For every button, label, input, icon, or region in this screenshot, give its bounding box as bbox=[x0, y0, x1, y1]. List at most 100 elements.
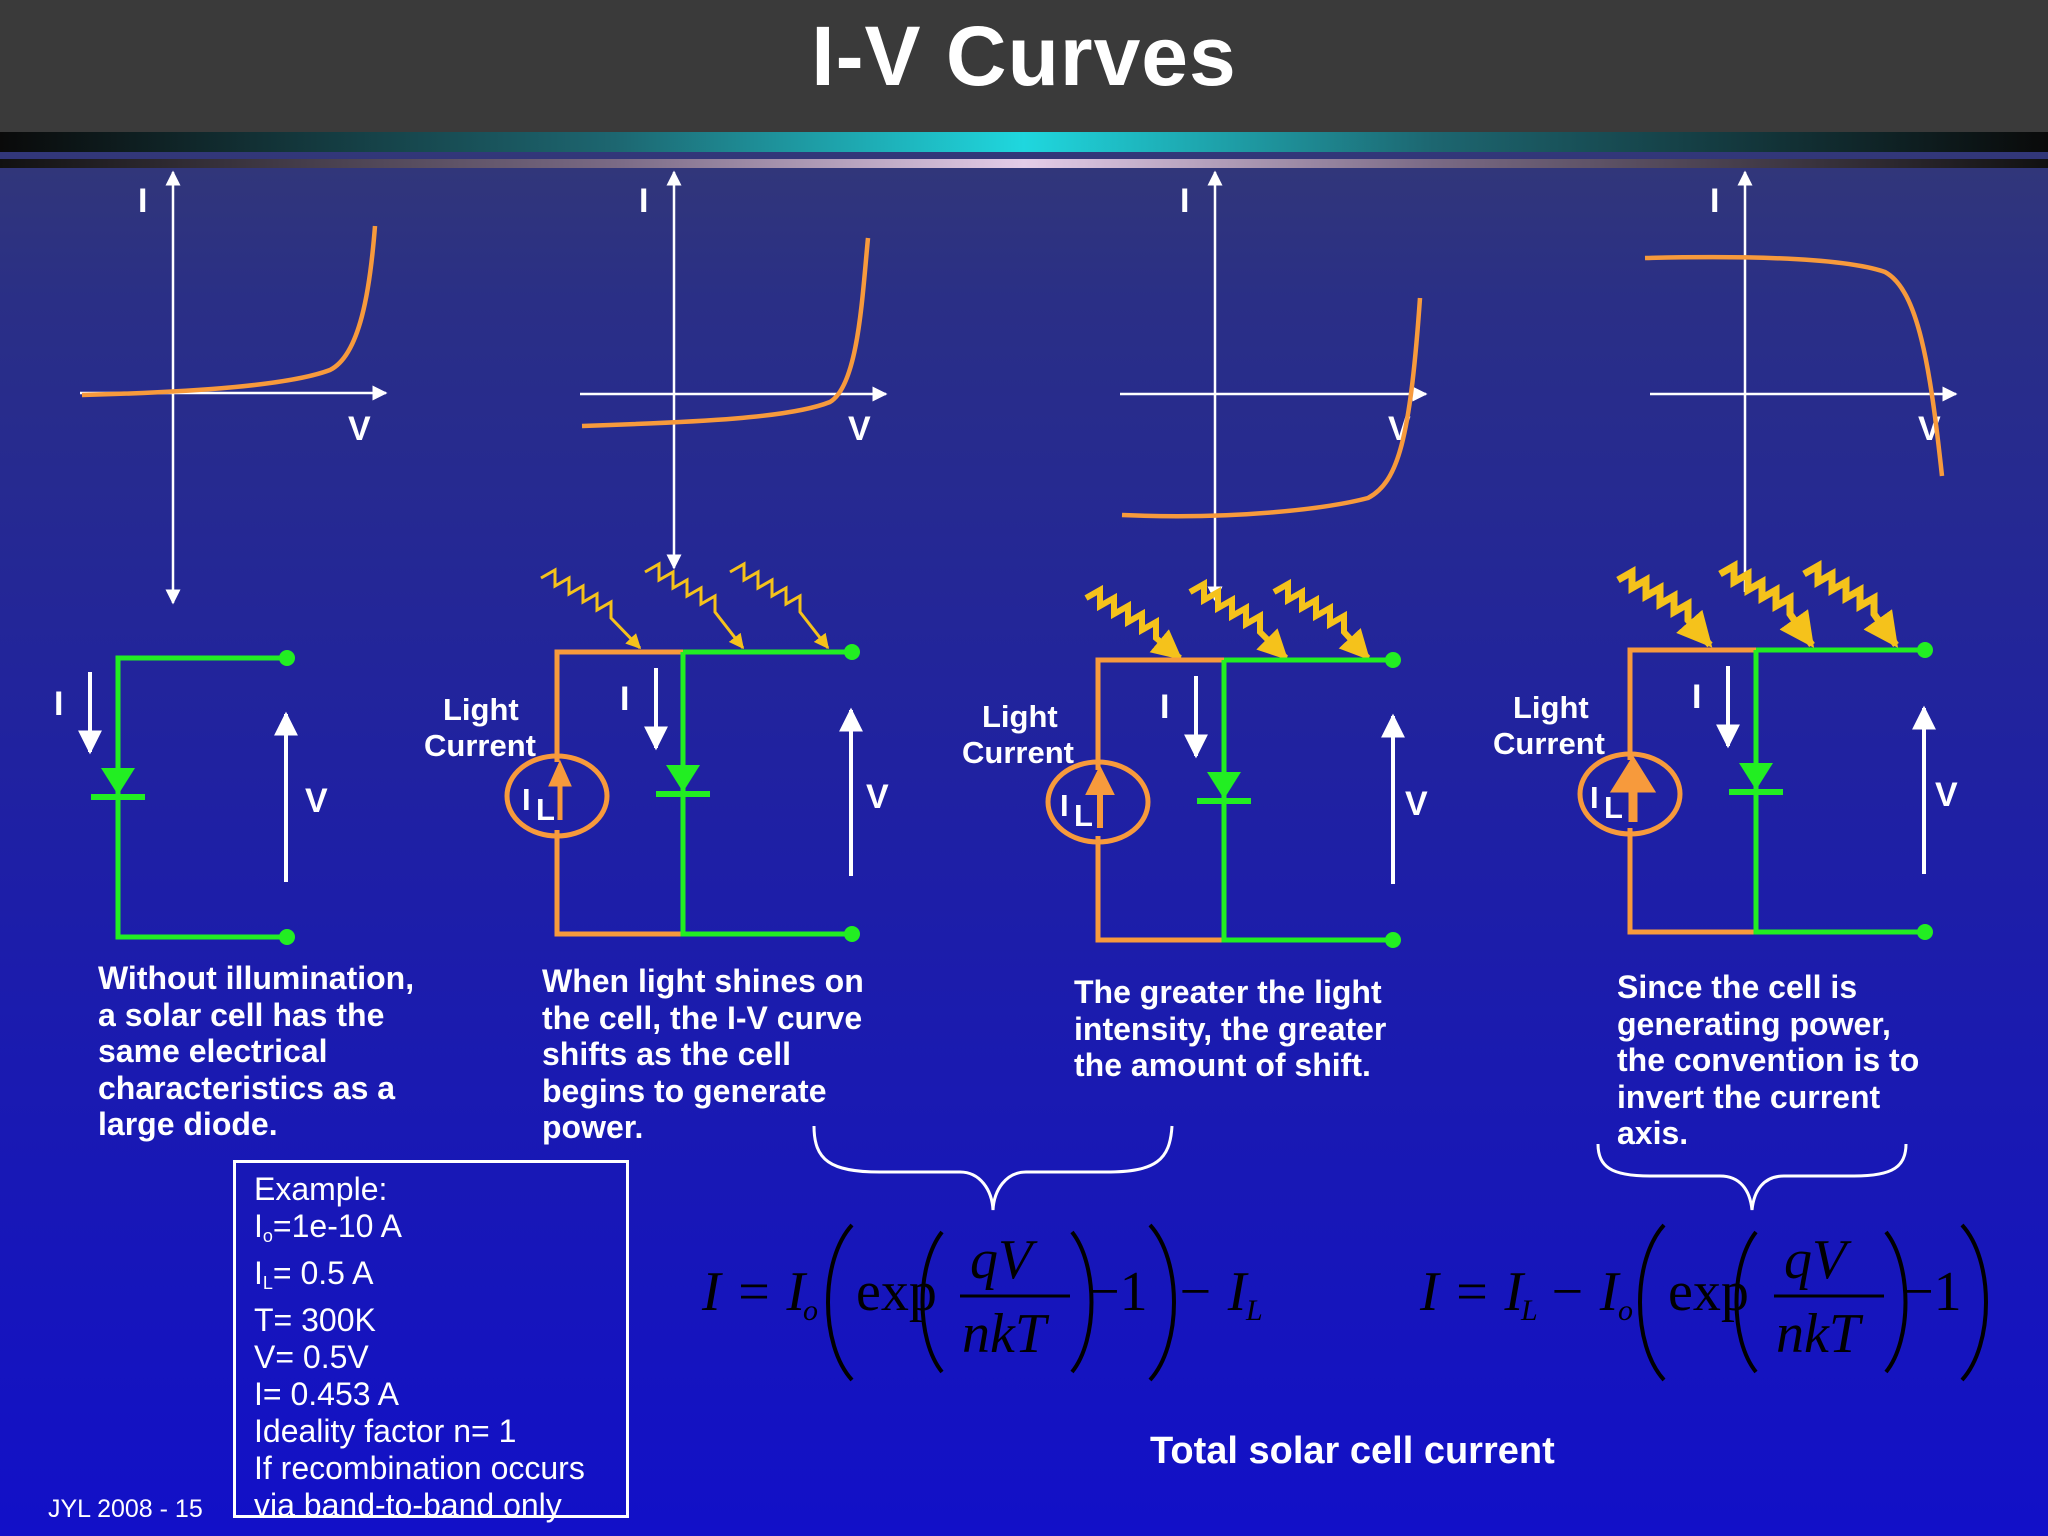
current-label: I bbox=[54, 685, 63, 723]
panel-3-light bbox=[1084, 578, 1371, 661]
iv-curve bbox=[1121, 297, 1423, 519]
light-label-1: Light bbox=[1513, 690, 1589, 725]
light-label-2: Current bbox=[1493, 726, 1605, 761]
terminal bbox=[844, 644, 860, 660]
description-4: Since the cell is generating power, the … bbox=[1617, 969, 1920, 1151]
eq-minus-one: −1 bbox=[1902, 1261, 1962, 1323]
iv-curve bbox=[581, 237, 871, 429]
terminal bbox=[1917, 924, 1933, 940]
eq-sub-l: L bbox=[1245, 1294, 1263, 1327]
source-arrow bbox=[1085, 765, 1115, 828]
i-axis-label: I bbox=[1710, 182, 1719, 220]
light-ray bbox=[1802, 559, 1899, 648]
iv-curve bbox=[81, 225, 378, 398]
source-label: I bbox=[522, 782, 531, 817]
light-ray bbox=[1188, 578, 1289, 661]
source-sub: L bbox=[1604, 790, 1623, 825]
panel-3-circuit: I L Light Current I V bbox=[962, 652, 1428, 948]
light-ray bbox=[1616, 565, 1713, 648]
terminal bbox=[279, 929, 295, 945]
terminal bbox=[1385, 652, 1401, 668]
paren-right bbox=[1884, 1230, 1908, 1374]
equation-2: I = I L − I o exp qV nkT −1 bbox=[1419, 1223, 1988, 1382]
terminal bbox=[1917, 642, 1933, 658]
example-box: Example: Io=1e-10 A IL= 0.5 A T= 300K V=… bbox=[233, 1160, 629, 1523]
light-label-1: Light bbox=[982, 699, 1058, 734]
example-il: IL= 0.5 A bbox=[254, 1255, 374, 1293]
eq-sub-o: o bbox=[803, 1294, 818, 1327]
eq-numerator: qV bbox=[970, 1229, 1038, 1291]
eq-numerator: qV bbox=[1784, 1229, 1852, 1291]
source-sub: L bbox=[1074, 798, 1093, 833]
paren-right bbox=[1960, 1223, 1988, 1382]
light-ray bbox=[644, 561, 745, 650]
source-sub: L bbox=[536, 792, 555, 827]
curly-brace bbox=[1596, 1143, 1908, 1211]
source-label: I bbox=[1590, 780, 1599, 815]
v-axis-label: V bbox=[348, 410, 371, 448]
accent-bar-pink bbox=[0, 159, 2048, 168]
example-heading: Example: bbox=[254, 1171, 388, 1207]
light-ray bbox=[1272, 578, 1371, 661]
paren-left bbox=[920, 1230, 944, 1374]
paren-left bbox=[1734, 1230, 1758, 1374]
light-ray bbox=[540, 567, 642, 650]
slide-title: I-V Curves bbox=[811, 9, 1237, 103]
source-arrow bbox=[1609, 755, 1657, 822]
circuit-wire-orange bbox=[1095, 657, 1224, 943]
current-source bbox=[504, 753, 610, 839]
example-recombination-1: If recombination occurs bbox=[254, 1450, 585, 1486]
source-arrow bbox=[548, 759, 572, 820]
panel-1-graph: I V bbox=[80, 170, 388, 605]
i-axis-label: I bbox=[639, 182, 648, 220]
equation-1: I = I o exp qV nkT −1 − I L bbox=[701, 1223, 1263, 1382]
circuit-wire bbox=[1221, 657, 1393, 943]
eq-lhs: I = I bbox=[701, 1261, 807, 1323]
panel-4-graph: I V bbox=[1644, 170, 1958, 592]
diode-triangle bbox=[1207, 772, 1241, 799]
panel-2-graph: I V bbox=[580, 170, 888, 570]
light-ray bbox=[1084, 584, 1183, 661]
example-ideality: Ideality factor n= 1 bbox=[254, 1413, 517, 1449]
circuit-wire-orange bbox=[554, 649, 683, 937]
i-axis-label: I bbox=[1180, 182, 1189, 220]
accent-bar-cyan bbox=[0, 132, 2048, 152]
paren-right bbox=[1148, 1223, 1176, 1382]
diode-triangle bbox=[666, 765, 700, 792]
diode-triangle bbox=[1739, 763, 1773, 790]
description-2: When light shines on the cell, the I-V c… bbox=[542, 963, 864, 1145]
description-3: The greater the light intensity, the gre… bbox=[1074, 974, 1387, 1083]
panel-4-light bbox=[1616, 559, 1899, 648]
eq-sub-l: L bbox=[1520, 1294, 1538, 1327]
diode-triangle bbox=[101, 768, 135, 795]
eq-denominator: nkT bbox=[962, 1303, 1050, 1365]
light-label-2: Current bbox=[962, 735, 1074, 770]
example-current: I= 0.453 A bbox=[254, 1376, 400, 1412]
voltage-label: V bbox=[305, 782, 328, 820]
example-io: Io=1e-10 A bbox=[254, 1208, 402, 1246]
circuit-wire bbox=[680, 649, 852, 937]
terminal bbox=[844, 926, 860, 942]
panel-2-light bbox=[540, 561, 830, 650]
current-label: I bbox=[1160, 688, 1169, 726]
v-axis-label: V bbox=[848, 410, 871, 448]
iv-curve bbox=[1644, 254, 1945, 477]
terminal bbox=[1385, 932, 1401, 948]
terminal bbox=[279, 650, 295, 666]
example-recombination-2: via band-to-band only bbox=[254, 1487, 562, 1523]
eq-minus-il: − I bbox=[1176, 1261, 1249, 1323]
light-ray bbox=[1718, 559, 1815, 648]
panel-1-circuit: I V bbox=[54, 650, 328, 945]
current-label: I bbox=[1692, 678, 1701, 716]
paren-left bbox=[826, 1223, 854, 1382]
light-label-1: Light bbox=[443, 692, 519, 727]
example-temperature: T= 300K bbox=[254, 1302, 376, 1338]
circuit-wire-orange bbox=[1627, 647, 1756, 935]
title-bar bbox=[0, 0, 2048, 132]
current-label: I bbox=[620, 680, 629, 718]
circuit-wire bbox=[1753, 647, 1925, 935]
eq-denominator: nkT bbox=[1776, 1303, 1864, 1365]
paren-right bbox=[1070, 1230, 1094, 1374]
curly-brace bbox=[812, 1125, 1174, 1211]
